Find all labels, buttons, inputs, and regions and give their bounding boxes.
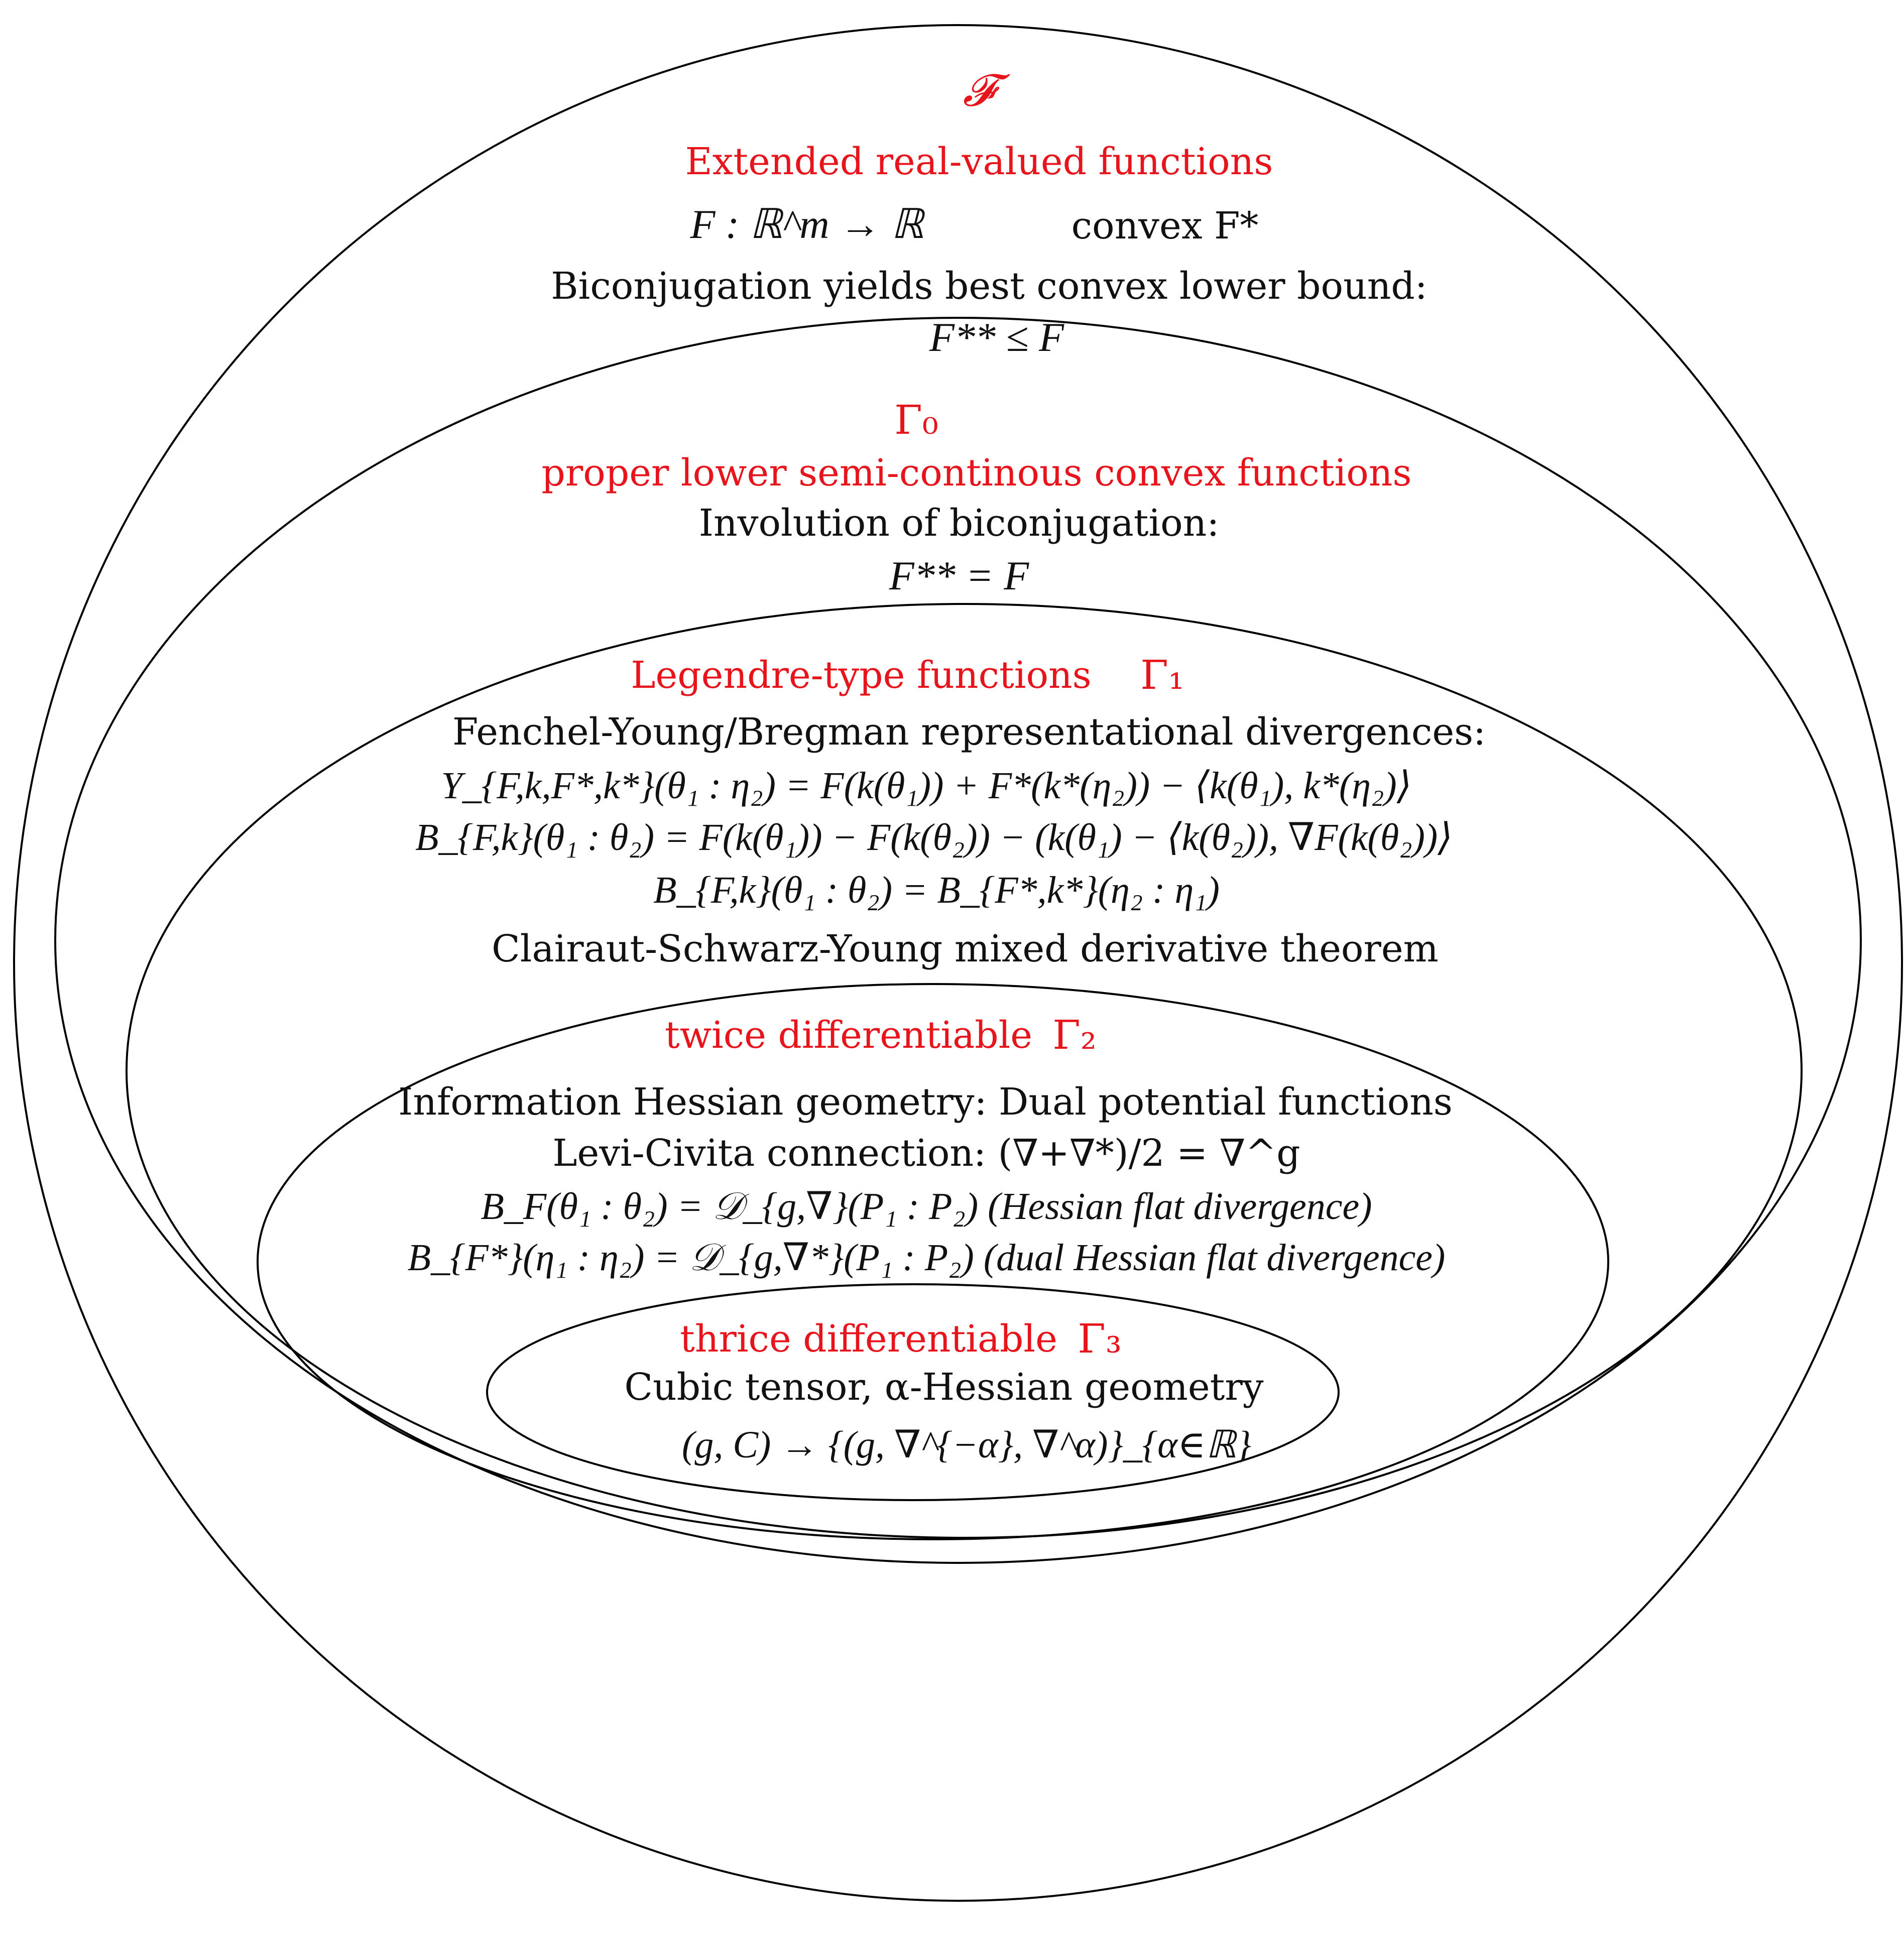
set-name-extended-real-valued: Extended real-valued functions — [685, 140, 1273, 183]
set-symbol-F: 𝓕 — [963, 64, 996, 116]
ellipse-gamma2 — [257, 983, 1609, 1540]
text-F-signature: F : ℝ^m → ℝ — [690, 201, 924, 247]
ellipse-extended-real-valued — [13, 24, 1903, 1902]
text-clairaut-schwarz-young: Clairaut-Schwarz-Young mixed derivative … — [492, 927, 1439, 970]
set-name-gamma0: proper lower semi-continous convex funct… — [541, 451, 1412, 495]
formula-bregman-duality: B_{F,k}(θ₁ : θ₂) = B_{F*,k*}(η₂ : η₁) — [653, 869, 1220, 911]
ellipse-gamma1 — [126, 603, 1803, 1539]
set-name-gamma2: twice differentiable — [664, 1014, 1033, 1057]
set-symbol-gamma1: Γ₁ — [1140, 652, 1184, 698]
formula-bregman-divergence: B_{F,k}(θ₁ : θ₂) = F(k(θ₁)) − F(k(θ₂)) −… — [415, 816, 1453, 859]
set-symbol-gamma3: Γ₃ — [1078, 1315, 1122, 1362]
set-name-gamma3: thrice differentiable — [680, 1317, 1057, 1361]
set-name-gamma1: Legendre-type functions — [631, 654, 1092, 697]
formula-biconjugation-equality: F** = F — [889, 553, 1029, 598]
ellipse-gamma3 — [486, 1283, 1340, 1501]
set-symbol-gamma0: Γ₀ — [894, 397, 938, 443]
text-cubic-tensor: Cubic tensor, α-Hessian geometry — [624, 1366, 1264, 1409]
text-convex-conjugate: convex F* — [1071, 204, 1259, 248]
text-involution-biconjugation: Involution of biconjugation: — [698, 502, 1220, 545]
formula-dual-hessian-flat-divergence: B_{F*}(η₁ : η₂) = 𝒟_{g,∇*}(P₁ : P₂) (dua… — [407, 1237, 1446, 1279]
formula-alpha-connections: (g, C) → {(g, ∇^{−α}, ∇^α)}_{α∈ℝ} — [682, 1424, 1251, 1466]
set-symbol-gamma2: Γ₂ — [1052, 1012, 1097, 1058]
formula-biconjugation-inequality: F** ≤ F — [929, 314, 1064, 360]
text-biconjugation-bound: Biconjugation yields best convex lower b… — [551, 265, 1427, 308]
ellipse-gamma0 — [54, 317, 1862, 1564]
formula-hessian-flat-divergence: B_F(θ₁ : θ₂) = 𝒟_{g,∇}(P₁ : P₂) (Hessian… — [481, 1185, 1372, 1228]
formula-fenchel-young-divergence: Y_{F,k,F*,k*}(θ₁ : η₂) = F(k(θ₁)) + F*(k… — [441, 765, 1412, 807]
text-fenchel-young-bregman: Fenchel-Young/Bregman representational d… — [452, 710, 1486, 754]
text-information-hessian-geometry: Information Hessian geometry: Dual poten… — [398, 1080, 1453, 1124]
text-levi-civita-connection: Levi-Civita connection: (∇+∇*)/2 = ∇^g — [552, 1132, 1300, 1175]
